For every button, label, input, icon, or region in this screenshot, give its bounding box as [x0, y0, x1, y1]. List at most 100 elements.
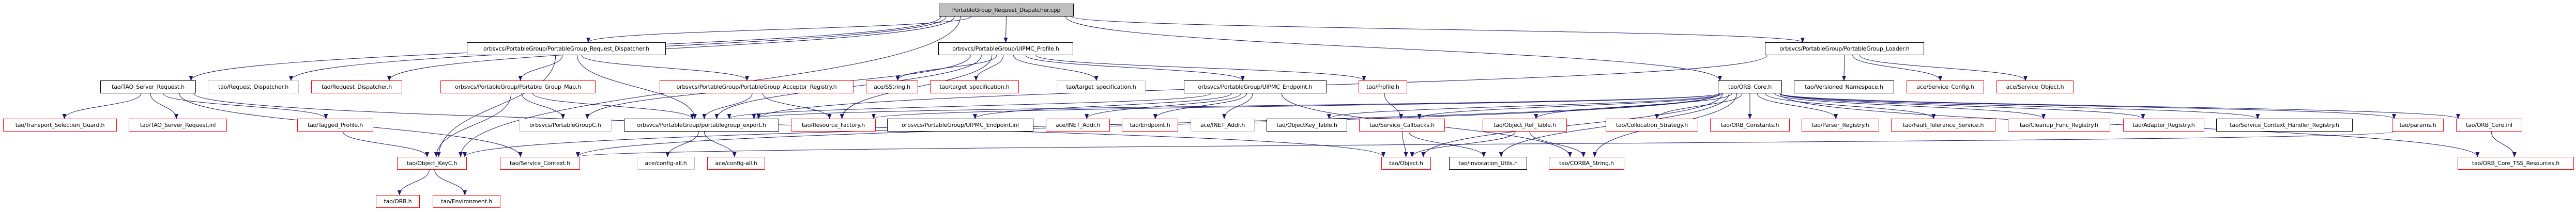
dependency-edge-tao-server-request-to-tao-server-request-inl	[150, 93, 179, 119]
include-node-orb-core-tss[interactable]: tao/ORB_Core_TSS_Resources.h	[2458, 157, 2574, 170]
node-label: tao/target_specification.h	[939, 84, 1010, 90]
dependency-edge-orb-core-to-resource-factory	[872, 93, 1720, 119]
include-node-objectkey-table[interactable]: tao/ObjectKey_Table.h	[1267, 119, 1347, 132]
dependency-edge-pg-req-disp-to-pg-map	[518, 55, 563, 81]
node-label: tao/Cleanup_Func_Registry.h	[2020, 122, 2098, 128]
include-node-orb-constants[interactable]: tao/ORB_Constants.h	[1710, 119, 1790, 132]
include-node-inet-addr-gray[interactable]: ace/INET_Addr.h	[1191, 119, 1255, 132]
include-node-acceptor-registry[interactable]: orbsvcs/PortableGroup/PortableGroup_Acce…	[660, 80, 853, 93]
dependency-edge-orb-core-to-sch-registry	[1779, 93, 2260, 119]
dependency-edge-root-to-pg-loader	[1071, 16, 1805, 43]
dependency-edge-acceptor-registry-to-resource-factory	[762, 93, 832, 119]
include-node-cleanup-func[interactable]: tao/Cleanup_Func_Registry.h	[2008, 119, 2110, 132]
include-node-params[interactable]: tao/params.h	[2392, 119, 2444, 132]
include-node-pg-req-disp[interactable]: orbsvcs/PortableGroup/PortableGroup_Requ…	[467, 42, 666, 55]
dependency-edge-root-to-orb-core	[1065, 16, 1722, 81]
include-node-pg-map[interactable]: orbsvcs/PortableGroup/Portable_Group_Map…	[440, 80, 596, 93]
dependency-edge-uipmc-profile-to-profile	[1035, 55, 1366, 81]
include-node-orb-core[interactable]: tao/ORB_Core.h	[1718, 80, 1782, 93]
dependency-edge-acceptor-registry-to-pg-export	[702, 93, 753, 119]
include-node-orb[interactable]: tao/ORB.h	[376, 195, 420, 208]
include-node-inet-addr-red[interactable]: ace/INET_Addr.h	[1046, 119, 1110, 132]
dependency-edge-uipmc-profile-to-target-spec-gray	[1013, 55, 1099, 81]
node-label: ace/Service_Object.h	[2006, 84, 2064, 90]
include-node-config-all-red[interactable]: ace/config-all.h	[707, 157, 765, 170]
include-node-object-keyc[interactable]: tao/Object_KeyC.h	[397, 157, 467, 170]
node-label: tao/CORBA_String.h	[1559, 160, 1614, 167]
include-node-adapter-registry[interactable]: tao/Adapter_Registry.h	[2123, 119, 2204, 132]
dependency-edge-pg-req-disp-to-object-keyc	[436, 55, 556, 157]
include-node-invocation-utils[interactable]: tao/Invocation_Utils.h	[1449, 157, 1527, 170]
include-node-sch-registry[interactable]: tao/Service_Context_Handler_Registry.h	[2216, 119, 2353, 132]
dependency-edge-pg-req-disp-to-acceptor-registry	[581, 55, 749, 81]
dependency-edge-pg-loader-to-service-object	[1859, 55, 2028, 81]
include-node-uipmc-endpoint[interactable]: orbsvcs/PortableGroup/UIPMC_Endpoint.h	[1184, 80, 1327, 93]
dependency-edge-orb-core-to-object	[1421, 93, 1723, 157]
include-node-transport-sel-guard[interactable]: tao/Transport_Selection_Guard.h	[3, 119, 117, 132]
dependency-edge-orb-core-to-params	[1779, 93, 2396, 119]
include-node-target-spec-red[interactable]: tao/target_specification.h	[930, 80, 1019, 93]
dependency-edge-orb-core-to-objectkey-table	[1327, 93, 1720, 119]
include-node-uipmc-endpoint-inl[interactable]: orbsvcs/PortableGroup/UIPMC_Endpoint.inl	[887, 119, 1033, 132]
include-node-resource-factory[interactable]: tao/Resource_Factory.h	[791, 119, 876, 132]
node-label: tao/Tagged_Profile.h	[307, 122, 363, 128]
include-node-target-spec-gray[interactable]: tao/target_specification.h	[1057, 80, 1146, 93]
dependency-edge-pg-export-to-config-all-red	[704, 131, 737, 157]
dependency-edge-orb-core-to-collocation-strategy	[1655, 93, 1743, 119]
include-node-tagged-profile[interactable]: tao/Tagged_Profile.h	[297, 119, 373, 132]
node-label: PortableGroup_Request_Dispatcher.cpp	[952, 7, 1061, 13]
node-label: tao/ObjectKey_Table.h	[1276, 122, 1337, 128]
include-node-pg-export[interactable]: orbsvcs/PortableGroup/portablegroup_expo…	[624, 119, 779, 132]
node-label: ace/config-all.h	[645, 160, 687, 167]
dependency-edge-uipmc-endpoint-to-inet-addr-red	[1085, 93, 1242, 119]
include-node-orb-core-inl[interactable]: tao/ORB_Core.inl	[2456, 119, 2522, 132]
dependency-edge-pg-loader-to-versioned-ns	[1842, 55, 1847, 81]
dependency-edge-root-to-uipmc-profile	[1003, 16, 1008, 43]
include-node-portablegroupc[interactable]: orbsvcs/PortableGroupC.h	[519, 119, 612, 132]
dependency-edge-object-keyc-to-orb	[397, 169, 430, 195]
node-label: tao/Collocation_Strategy.h	[1616, 122, 1688, 128]
include-node-config-all-gray[interactable]: ace/config-all.h	[637, 157, 695, 170]
node-label: tao/ORB_Core.inl	[2466, 122, 2512, 128]
include-node-service-config[interactable]: ace/Service_Config.h	[1907, 80, 1984, 93]
dependency-edge-pg-map-to-object-keyc	[434, 93, 512, 157]
include-node-fault-tolerance[interactable]: tao/Fault_Tolerance_Service.h	[1891, 119, 1995, 132]
include-node-sstring[interactable]: ace/SString.h	[866, 80, 918, 93]
dependency-edge-root-to-pg-req-disp	[586, 16, 971, 43]
include-node-service-object[interactable]: ace/Service_Object.h	[1996, 80, 2074, 93]
node-label: tao/Resource_Factory.h	[801, 122, 865, 128]
include-node-pg-loader[interactable]: orbsvcs/PortableGroup/PortableGroup_Load…	[1765, 42, 1924, 55]
include-node-tao-server-request-inl[interactable]: tao/TAO_Server_Request.inl	[129, 119, 227, 132]
dependency-edge-object-ref-table-to-corba-string	[1529, 131, 1586, 157]
node-label: tao/Service_Callbacks.h	[1369, 122, 1435, 128]
include-node-service-context[interactable]: tao/Service_Context.h	[500, 157, 580, 170]
dependency-edge-uipmc-profile-to-uipmc-endpoint	[1025, 55, 1245, 81]
include-node-req-disp-red[interactable]: tao/Request_Dispatcher.h	[311, 80, 402, 93]
node-label: orbsvcs/PortableGroup/UIPMC_Profile.h	[952, 45, 1059, 52]
root-file-node[interactable]: PortableGroup_Request_Dispatcher.cpp	[939, 4, 1074, 17]
include-node-collocation-strategy[interactable]: tao/Collocation_Strategy.h	[1606, 119, 1698, 132]
node-label: tao/Request_Dispatcher.h	[322, 84, 392, 90]
include-node-parser-registry[interactable]: tao/Parser_Registry.h	[1802, 119, 1879, 132]
node-label: tao/Endpoint.h	[1130, 122, 1170, 128]
include-node-object-ref-table[interactable]: tao/Object_Ref_Table.h	[1483, 119, 1567, 132]
node-label: tao/Object_Ref_Table.h	[1493, 122, 1556, 128]
include-node-profile[interactable]: tao/Profile.h	[1359, 80, 1407, 93]
include-node-service-callbacks[interactable]: tao/Service_Callbacks.h	[1359, 119, 1445, 132]
include-node-environment[interactable]: tao/Environment.h	[433, 195, 500, 208]
include-node-uipmc-profile[interactable]: orbsvcs/PortableGroup/UIPMC_Profile.h	[938, 42, 1073, 55]
dependency-edge-tagged-profile-to-object-keyc	[342, 131, 430, 157]
dependency-edge-orb-core-to-pg-export	[752, 93, 1720, 119]
include-node-versioned-ns[interactable]: tao/Versioned_Namespace.h	[1794, 80, 1894, 93]
include-node-object[interactable]: tao/Object.h	[1381, 157, 1431, 170]
node-label: tao/ORB_Core.h	[1728, 84, 1772, 90]
include-node-corba-string[interactable]: tao/CORBA_String.h	[1549, 157, 1624, 170]
include-node-req-disp-gray[interactable]: tao/Request_Dispatcher.h	[208, 80, 299, 93]
include-node-tao-server-request[interactable]: tao/TAO_Server_Request.h	[100, 80, 196, 93]
dependency-edge-object-keyc-to-environment	[434, 169, 467, 195]
dependency-edge-pg-req-disp-to-pg-export	[576, 55, 697, 119]
node-label: tao/params.h	[2399, 122, 2436, 128]
include-node-endpoint[interactable]: tao/Endpoint.h	[1122, 119, 1178, 132]
